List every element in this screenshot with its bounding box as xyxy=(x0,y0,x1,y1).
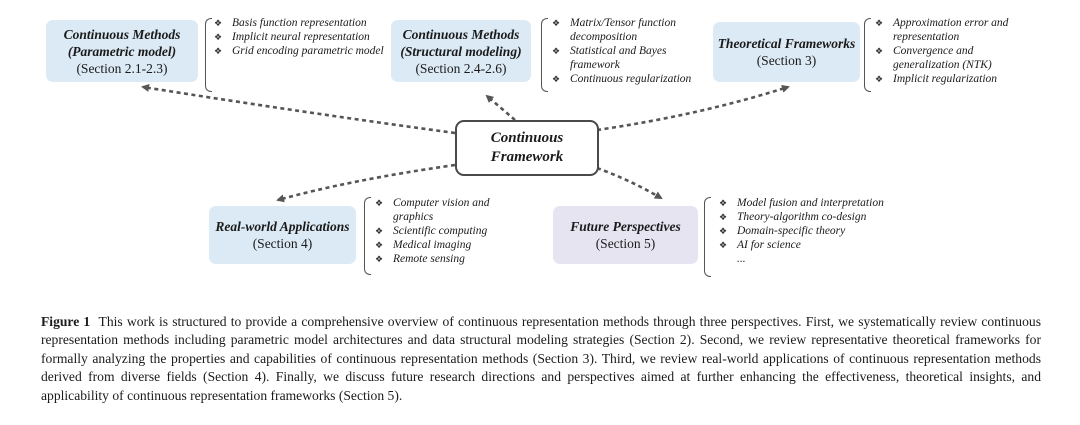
list-item: ❖Theory-algorithm co-design xyxy=(719,211,867,223)
arrow-to-parametric xyxy=(141,83,456,135)
bullet-list-parametric: ❖Basis function representation ❖Implicit… xyxy=(214,16,384,58)
list-item: ❖Medical imaging xyxy=(375,239,472,251)
node-parametric-methods: Continuous Methods (Parametric model) (S… xyxy=(46,20,198,82)
list-item: ❖Approximation error and representation xyxy=(875,17,1009,43)
node-title: Theoretical Frameworks xyxy=(717,36,856,51)
node-section: (Section 5) xyxy=(595,236,656,251)
node-title-2: (Structural modeling) xyxy=(400,43,522,59)
bullet-list-applications: ❖Computer vision and graphics ❖Scientifi… xyxy=(375,196,515,266)
node-title: Continuous Methods xyxy=(63,26,181,42)
list-item: ❖Implicit regularization xyxy=(875,73,998,85)
node-section: (Section 4) xyxy=(252,236,313,251)
list-item: ❖Domain-specific theory xyxy=(719,225,846,237)
center-line-1: Continuous xyxy=(490,130,564,146)
node-title: Real-world Applications xyxy=(215,219,350,234)
brace xyxy=(205,18,212,92)
arrow-to-applications xyxy=(276,163,456,203)
node-title: Continuous Methods xyxy=(402,26,520,42)
node-section: (Section 3) xyxy=(756,53,817,68)
list-item: ... xyxy=(737,253,746,265)
bullet-list-future: ❖Model fusion and interpretation ❖Theory… xyxy=(719,196,919,266)
node-title-2: (Parametric model) xyxy=(67,43,177,59)
brace xyxy=(541,18,548,92)
center-continuous-framework: Continuous Framework xyxy=(455,120,599,176)
arrow-to-theory xyxy=(596,85,790,132)
list-item: ❖Convergence and generalization (NTK) xyxy=(875,45,992,71)
caption-label: Figure 1 xyxy=(41,313,91,329)
list-item: ❖Scientific computing xyxy=(375,225,488,237)
list-item: ❖Computer vision and graphics xyxy=(375,197,490,223)
list-item: ❖Remote sensing xyxy=(375,253,465,265)
list-item: ❖Statistical and Bayes framework xyxy=(552,45,667,71)
caption-text: This work is structured to provide a com… xyxy=(41,313,1041,403)
arrow-to-future xyxy=(596,166,663,200)
brace xyxy=(704,197,711,277)
bullet-list-structural: ❖Matrix/Tensor function decomposition ❖S… xyxy=(552,16,712,86)
node-future-perspectives: Future Perspectives (Section 5) xyxy=(553,206,698,264)
list-item: ❖Model fusion and interpretation xyxy=(719,197,884,209)
node-title: Future Perspectives xyxy=(570,219,681,234)
list-item: ❖Matrix/Tensor function decomposition xyxy=(552,17,676,43)
node-structural-methods: Continuous Methods (Structural modeling)… xyxy=(391,20,531,82)
brace xyxy=(864,18,871,92)
node-theoretical-frameworks: Theoretical Frameworks (Section 3) xyxy=(713,22,860,82)
connector-arrows xyxy=(141,83,790,203)
center-line-2: Framework xyxy=(490,149,564,165)
node-section: (Section 2.4-2.6) xyxy=(415,60,507,76)
node-real-world-applications: Real-world Applications (Section 4) xyxy=(209,206,356,264)
list-item: ❖AI for science xyxy=(719,239,801,251)
list-item: ❖Basis function representation xyxy=(214,17,367,29)
list-item: ❖Continuous regularization xyxy=(552,73,692,85)
figure-caption: Figure 1 This work is structured to prov… xyxy=(41,313,1041,406)
arrow-to-structural xyxy=(485,94,516,121)
list-item: ❖Implicit neural representation xyxy=(214,31,370,43)
brace xyxy=(364,197,371,275)
list-item: ❖Grid encoding parametric model xyxy=(214,45,384,57)
bullet-list-theory: ❖Approximation error and representation … xyxy=(875,16,1025,86)
node-section: (Section 2.1-2.3) xyxy=(76,60,168,76)
